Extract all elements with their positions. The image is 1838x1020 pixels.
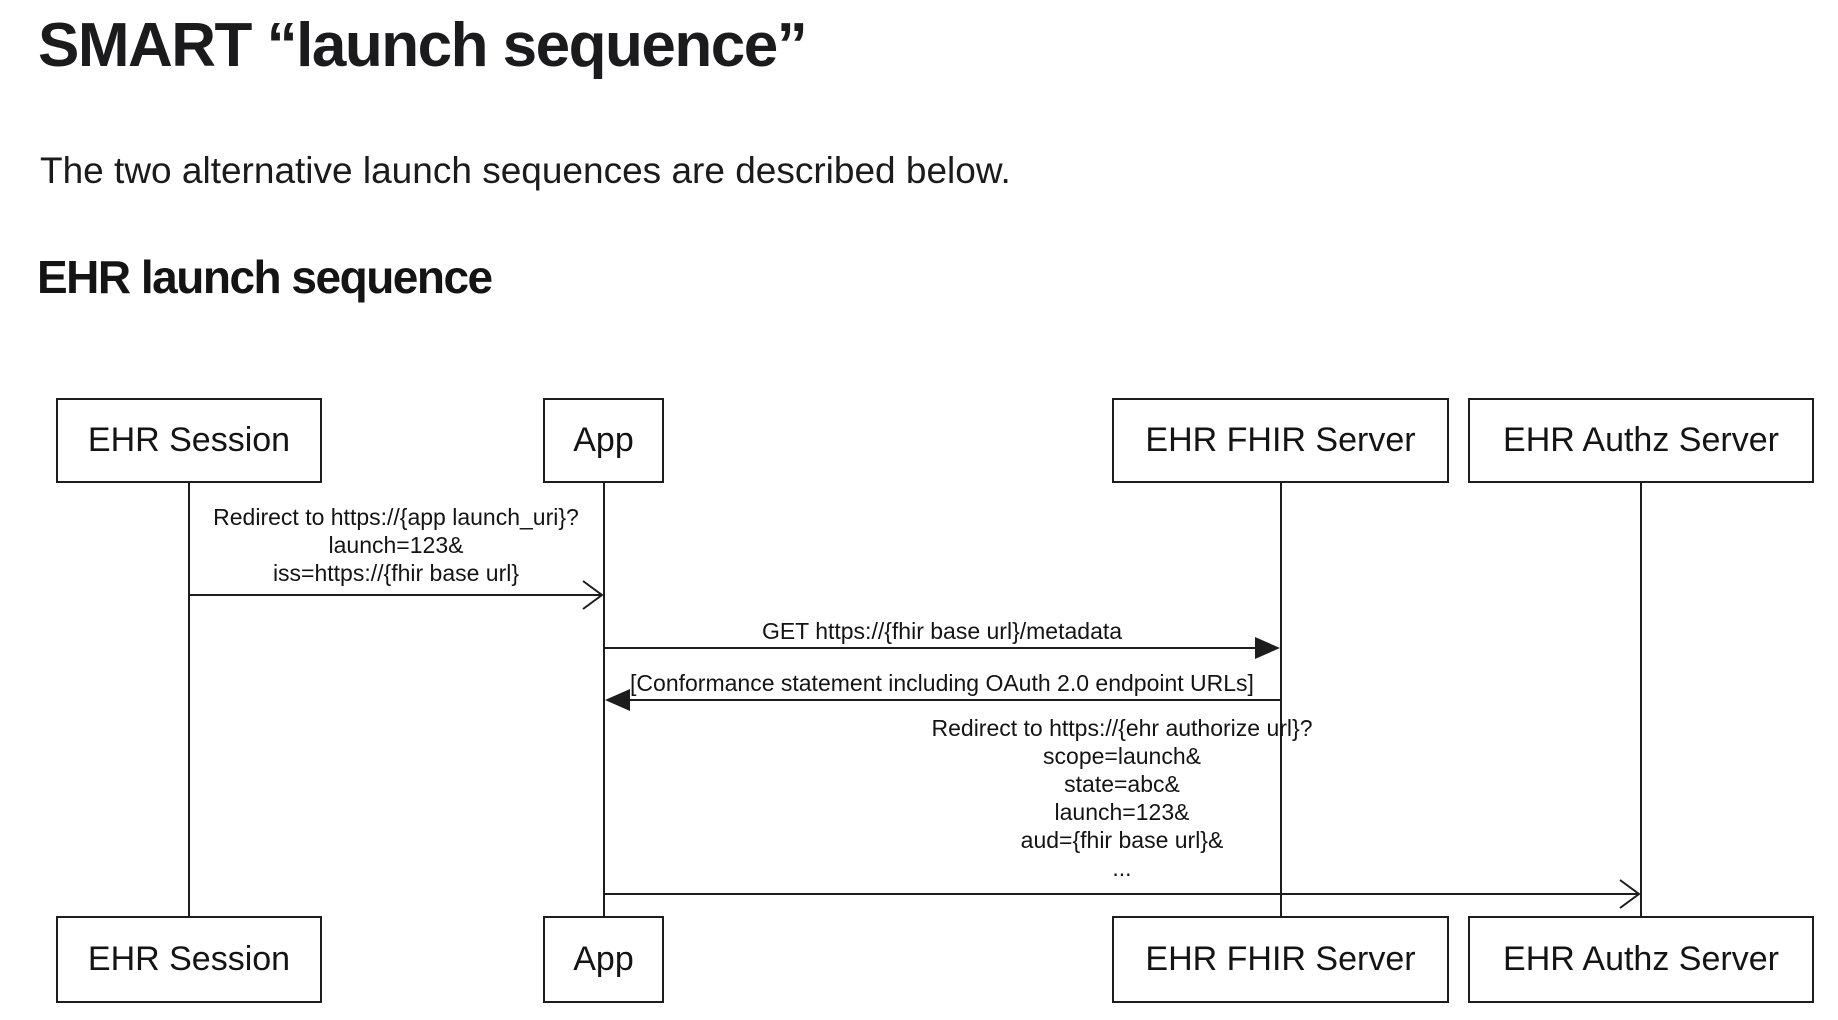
- message-label-get-metadata: GET https://{fhir base url}/metadata: [642, 617, 1242, 645]
- message-line: aud={fhir base url}&: [1020, 827, 1224, 853]
- message-arrow-conformance-response: [605, 689, 1281, 711]
- actor-label: EHR FHIR Server: [1145, 421, 1416, 459]
- message-line: launch=123&: [328, 532, 464, 558]
- message-line: [Conformance statement including OAuth 2…: [630, 670, 1254, 696]
- message-label-launch-redirect: Redirect to https://{app launch_uri}? la…: [176, 503, 616, 587]
- actor-label: App: [573, 940, 634, 978]
- message-line: GET https://{fhir base url}/metadata: [761, 618, 1123, 644]
- message-line: ...: [1112, 855, 1132, 881]
- filled-arrowhead-icon: [1255, 637, 1280, 659]
- actor-label: EHR Authz Server: [1503, 940, 1779, 978]
- actor-box-app-bottom: App: [543, 916, 664, 1003]
- open-arrowhead-icon: [1619, 879, 1641, 909]
- actor-label: EHR Authz Server: [1503, 421, 1779, 459]
- actor-box-ehr-authz-server-bottom: EHR Authz Server: [1468, 916, 1814, 1003]
- actor-box-app-top: App: [543, 398, 664, 483]
- filled-arrowhead-icon: [605, 689, 630, 711]
- actor-label: App: [573, 421, 634, 459]
- actor-box-ehr-fhir-server-top: EHR FHIR Server: [1112, 398, 1449, 483]
- message-label-authorize-redirect: Redirect to https://{ehr authorize url}?…: [822, 714, 1422, 882]
- intro-paragraph: The two alternative launch sequences are…: [40, 150, 1011, 191]
- page-title: SMART “launch sequence”: [38, 11, 808, 80]
- actor-box-ehr-authz-server-top: EHR Authz Server: [1468, 398, 1814, 483]
- open-arrowhead-icon: [582, 580, 604, 610]
- actor-label: EHR Session: [87, 940, 291, 978]
- message-line: state=abc&: [1064, 771, 1180, 797]
- actor-label: EHR Session: [87, 421, 291, 459]
- message-arrow-launch-redirect: [189, 580, 604, 610]
- message-arrow-get-metadata: [604, 637, 1280, 659]
- message-line: iss=https://{fhir base url}: [272, 560, 520, 586]
- actor-box-ehr-session-top: EHR Session: [56, 398, 322, 483]
- section-heading-ehr-launch: EHR launch sequence: [37, 251, 493, 303]
- message-line: scope=launch&: [1043, 743, 1201, 769]
- message-line: launch=123&: [1054, 799, 1190, 825]
- actor-box-ehr-session-bottom: EHR Session: [56, 916, 322, 1003]
- message-line: Redirect to https://{app launch_uri}?: [213, 504, 579, 530]
- actor-box-ehr-fhir-server-bottom: EHR FHIR Server: [1112, 916, 1449, 1003]
- message-arrow-authorize-redirect: [604, 879, 1641, 909]
- actor-label: EHR FHIR Server: [1145, 940, 1416, 978]
- message-line: Redirect to https://{ehr authorize url}?: [931, 715, 1313, 741]
- message-label-conformance-response: [Conformance statement including OAuth 2…: [592, 669, 1292, 697]
